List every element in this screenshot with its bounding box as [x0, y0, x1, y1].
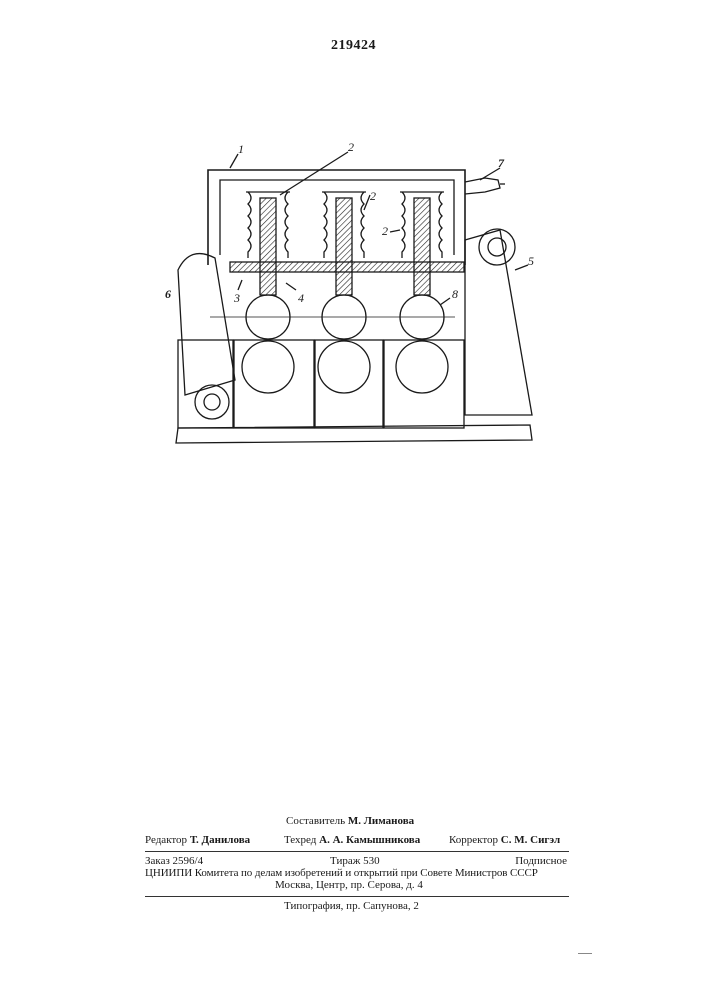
corrector-name: С. М. Сигэл [501, 834, 560, 846]
techred-name: А. А. Камышникова [319, 834, 420, 846]
circulation: Тираж 530 [330, 855, 380, 867]
techred-label: Техред [284, 834, 316, 846]
address: Москва, Центр, пр. Серова, д. 4 [275, 879, 423, 891]
editor-label: Редактор [145, 834, 187, 846]
imprint-divider-top [145, 851, 569, 852]
subscription: Подписное [515, 855, 567, 867]
order-number: Заказ 2596/4 [145, 855, 203, 867]
imprint-divider-bottom [145, 896, 569, 897]
compiler-label: Составитель [286, 815, 345, 827]
editor-name: Т. Данилова [190, 834, 250, 846]
scan-speck [578, 953, 592, 954]
institute: ЦНИИПИ Комитета по делам изобретений и о… [145, 867, 538, 879]
compiler-name: М. Лиманова [348, 815, 414, 827]
corrector-label: Корректор [449, 834, 498, 846]
printer: Типография, пр. Сапунова, 2 [284, 900, 419, 912]
